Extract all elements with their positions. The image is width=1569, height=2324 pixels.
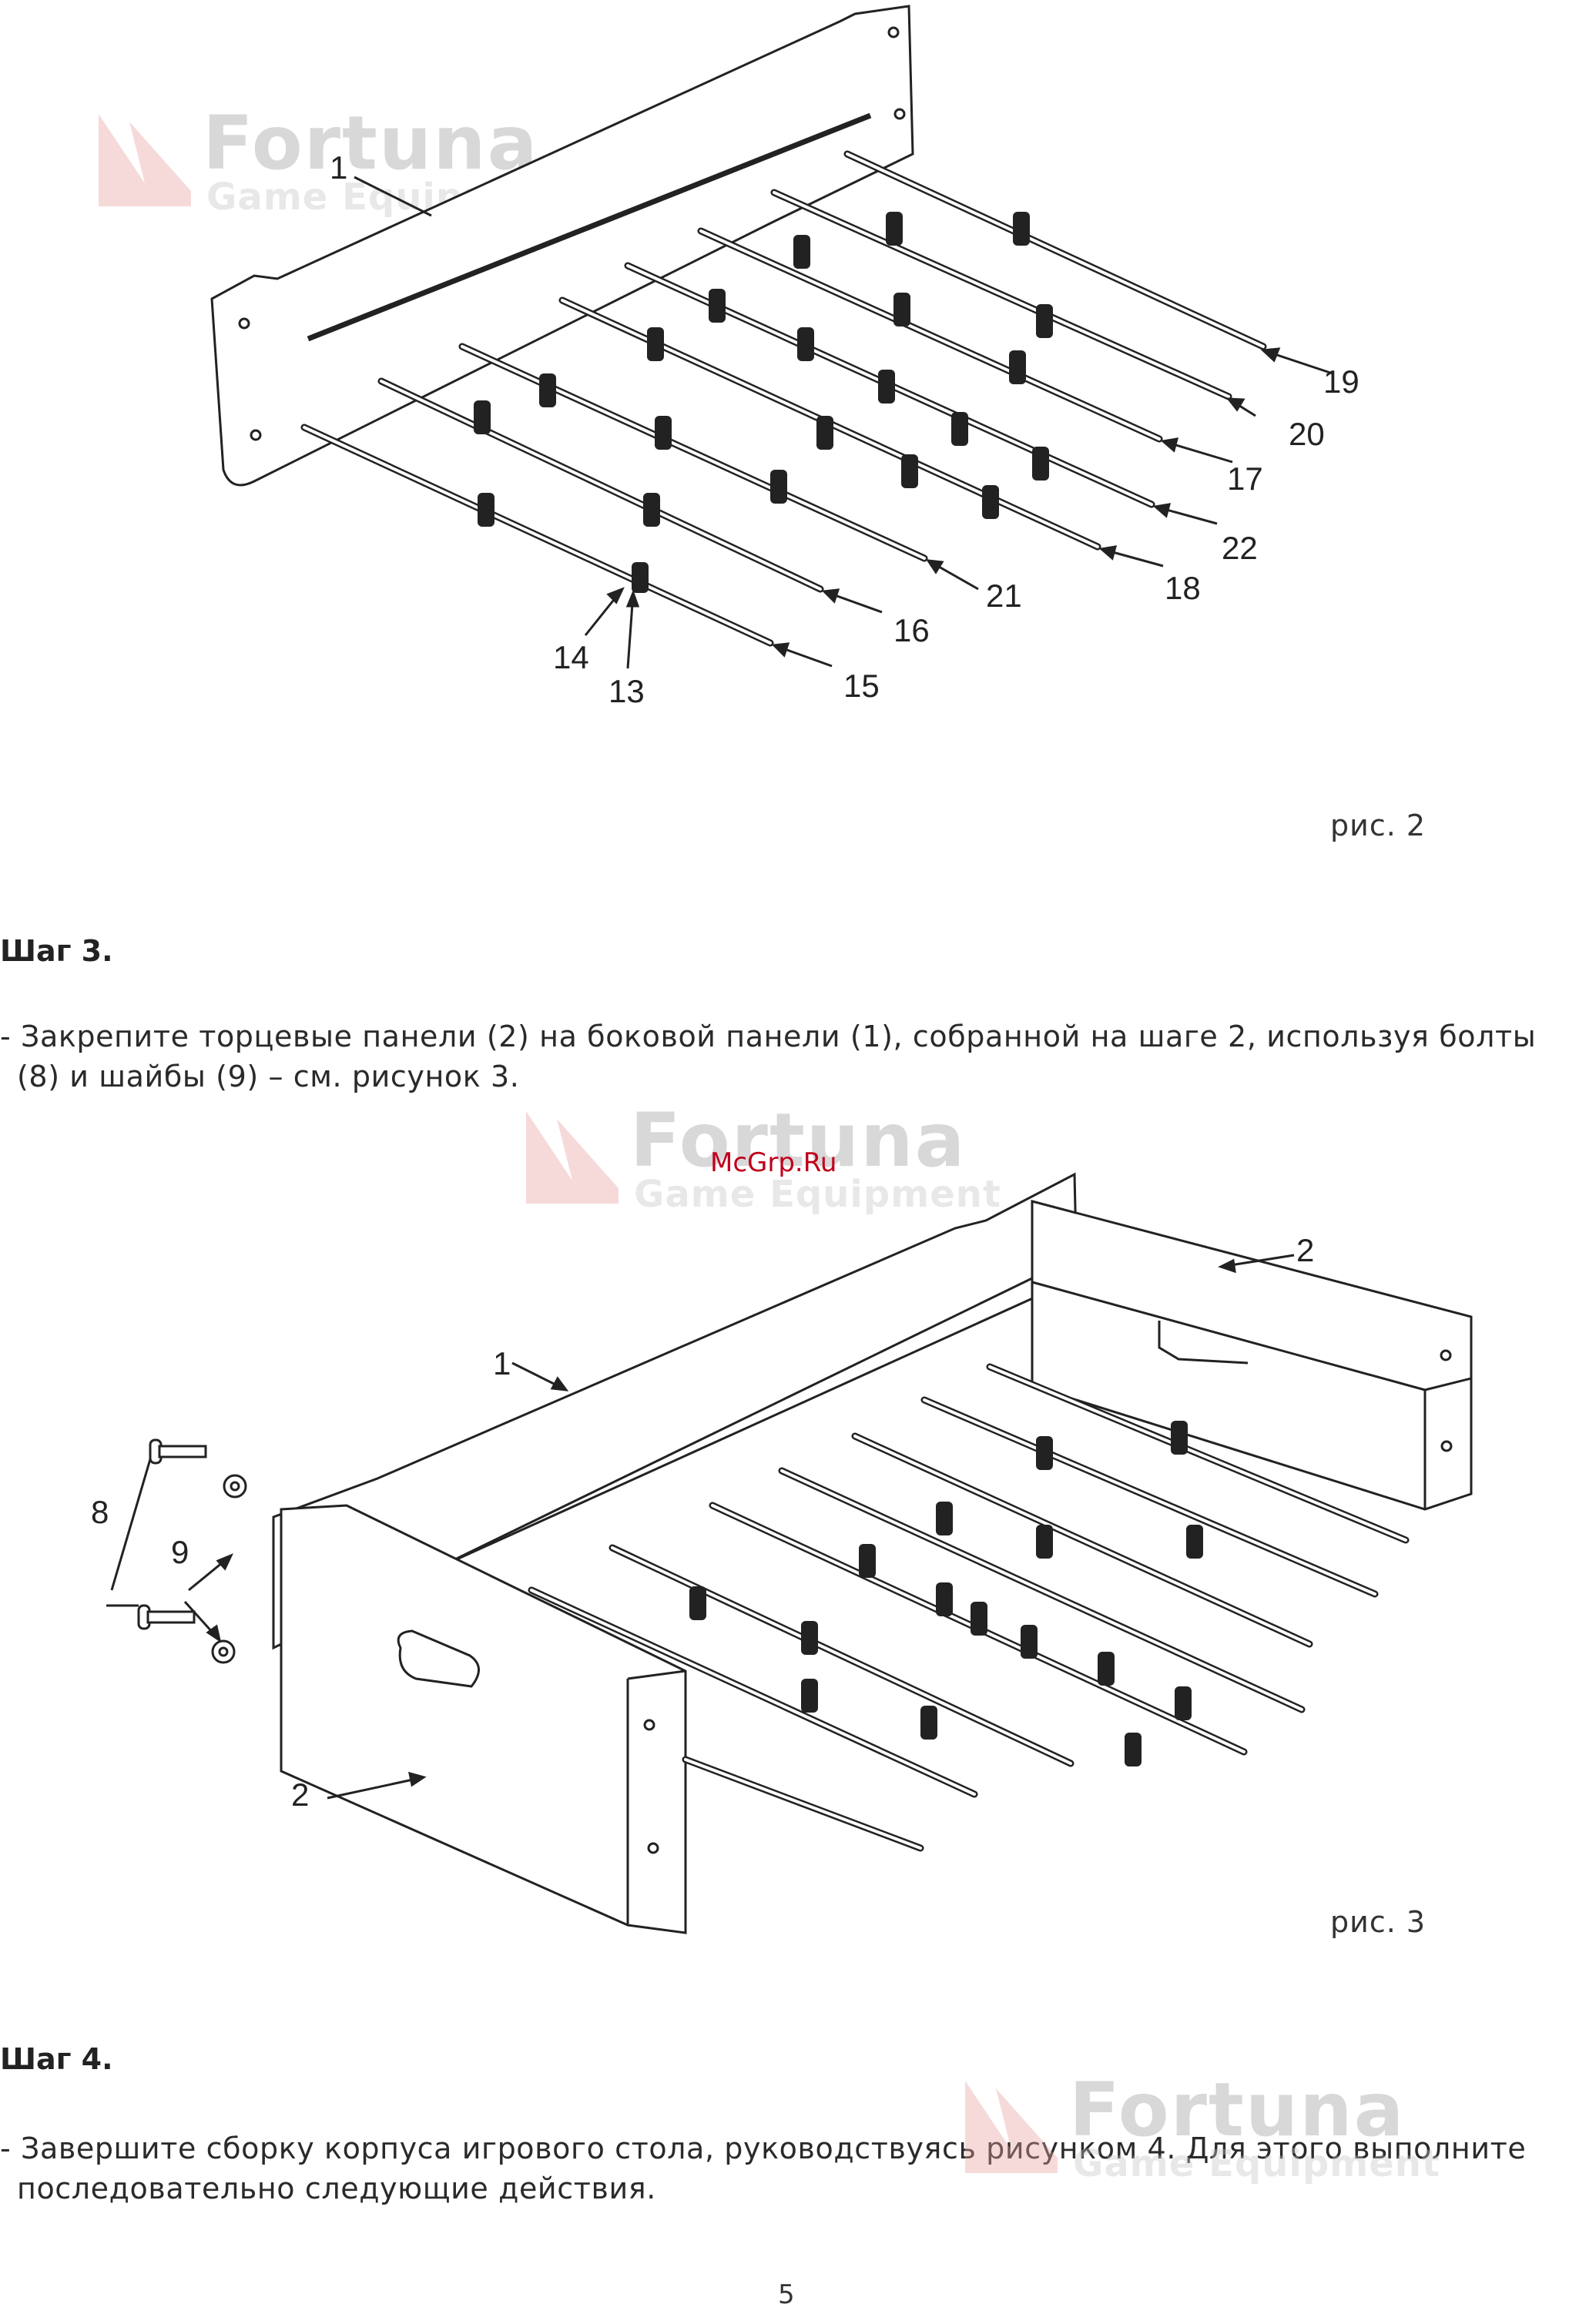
callout-22: 22 [1222,530,1258,566]
watermark-logo-3: Fortuna Game Equipment [965,2067,1489,2188]
watermark-logo-2: Fortuna Game Equipment [526,1097,1050,1219]
watermark-brand: Fortuna [203,100,539,186]
watermark-brand: Fortuna [1069,2067,1406,2153]
callout-9: 9 [171,1534,189,1570]
fortuna-logo-icon [965,2081,1058,2173]
step-3-text: - Закрепите торцевые панели (2) на боков… [0,1016,1569,1097]
callout-15: 15 [843,668,880,704]
figure-3-drawing: 2 1 8 9 2 [91,1172,1473,1934]
callout-1: 1 [330,149,347,186]
callout-20: 20 [1289,416,1325,452]
site-watermark: McGrp.Ru [710,1147,837,1178]
figure-2-caption: рис. 2 [1330,809,1427,842]
figure-3: 2 1 8 9 2 [0,1155,1569,1964]
figure-3-caption: рис. 3 [1330,1905,1427,1939]
callout-21: 21 [986,578,1022,614]
callout-2-back: 2 [1296,1232,1314,1268]
page-number: 5 [778,2279,795,2310]
callout-8: 8 [91,1494,109,1530]
callout-13: 13 [608,673,645,709]
step-3-heading: Шаг 3. [0,934,113,968]
step-4-line-2: последовательно следующие действия. [17,2172,656,2205]
callout-17: 17 [1227,460,1263,497]
callout-16: 16 [893,612,930,648]
step-4-text: - Завершите сборку корпуса игрового стол… [0,2128,1569,2208]
callout-18: 18 [1165,570,1201,606]
step-3-line-2: (8) и шайбы (9) – см. рисунок 3. [17,1060,520,1093]
callout-1: 1 [493,1345,511,1381]
fortuna-logo-icon [99,114,191,206]
watermark-tagline: Game Equipment [634,1173,1001,1216]
figure-2: 1 19 20 17 22 18 21 16 14 13 15 [0,0,1569,770]
watermark-brand: Fortuna [630,1097,967,1184]
step-4-line-1: - Завершите сборку корпуса игрового стол… [0,2131,1527,2165]
callout-2-front: 2 [291,1776,309,1813]
step-4-heading: Шаг 4. [0,2042,113,2076]
fortuna-logo-icon [526,1111,619,1204]
callout-14: 14 [553,639,589,675]
step-3-line-1: - Закрепите торцевые панели (2) на боков… [0,1020,1537,1053]
watermark-tagline: Game Equipment [1073,2142,1440,2185]
callout-19: 19 [1323,363,1359,400]
figure-2-drawing: 1 19 20 17 22 18 21 16 14 13 15 [210,5,1359,709]
